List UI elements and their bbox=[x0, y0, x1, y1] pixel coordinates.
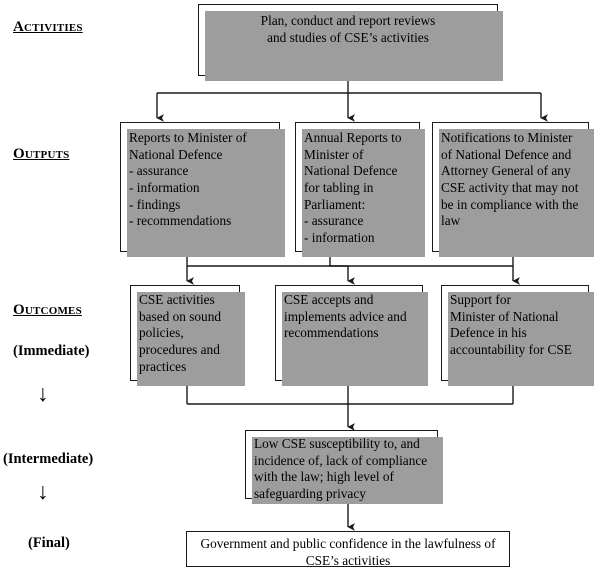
stage-label-immediate: (Immediate) bbox=[13, 343, 90, 360]
box-output-3-text: Notifications to Minister of National De… bbox=[441, 130, 579, 229]
down-arrow-icon-2: ↓ bbox=[37, 480, 49, 503]
stage-label-final: (Final) bbox=[28, 535, 70, 552]
box-output-1-text: Reports to Minister of National Defence … bbox=[129, 130, 247, 229]
box-output-2-text: Annual Reports to Minister of National D… bbox=[304, 130, 402, 246]
stage-label-outputs-text: Outputs bbox=[13, 146, 70, 162]
stage-label-outcomes-text: Outcomes bbox=[13, 302, 82, 318]
stage-label-immediate-text: (Immediate) bbox=[13, 343, 90, 359]
box-activity: Plan, conduct and report reviews and stu… bbox=[198, 4, 503, 81]
box-intermediate-outcome: Low CSE susceptibility to, and incidence… bbox=[245, 430, 443, 504]
box-final-outcome: Government and public confidence in the … bbox=[186, 531, 510, 568]
box-outcome-cse-activities: CSE activities based on sound policies, … bbox=[130, 285, 245, 386]
stage-label-intermediate: (Intermediate) bbox=[3, 451, 93, 468]
stage-label-intermediate-text: (Intermediate) bbox=[3, 451, 94, 467]
box-output-notifications: Notifications to Minister of National De… bbox=[432, 122, 594, 257]
box-outcome-3-text: Support for Minister of National Defence… bbox=[450, 292, 572, 358]
down-arrow-glyph-2: ↓ bbox=[37, 479, 49, 504]
box-output-reports-to-minister: Reports to Minister of National Defence … bbox=[120, 122, 285, 257]
stage-label-activities-text: Activities bbox=[13, 19, 83, 35]
box-intermediate-text: Low CSE susceptibility to, and incidence… bbox=[254, 436, 428, 502]
stage-label-final-text: (Final) bbox=[28, 535, 70, 551]
down-arrow-glyph-1: ↓ bbox=[37, 381, 49, 406]
stage-label-outcomes: Outcomes bbox=[13, 302, 82, 319]
box-output-annual-reports: Annual Reports to Minister of National D… bbox=[295, 122, 425, 257]
stage-label-outputs: Outputs bbox=[13, 146, 69, 163]
box-outcome-1-text: CSE activities based on sound policies, … bbox=[139, 292, 221, 374]
down-arrow-icon-1: ↓ bbox=[37, 382, 49, 405]
stage-label-activities: Activities bbox=[13, 19, 83, 36]
box-outcome-cse-accepts: CSE accepts and implements advice and re… bbox=[275, 285, 428, 386]
box-outcome-2-text: CSE accepts and implements advice and re… bbox=[284, 292, 407, 341]
box-final-text: Government and public confidence in the … bbox=[200, 536, 496, 568]
box-outcome-support-mnd: Support for Minister of National Defence… bbox=[441, 285, 594, 386]
box-activity-text: Plan, conduct and report reviews and stu… bbox=[260, 13, 436, 45]
